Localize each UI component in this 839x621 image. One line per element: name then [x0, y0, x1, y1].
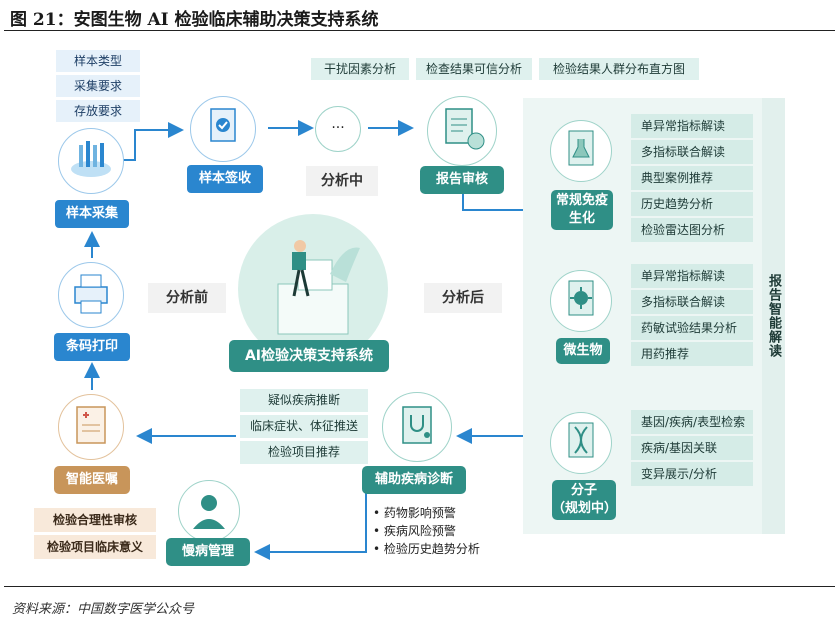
arrow-collect-to-receive [118, 122, 184, 161]
category-item: 多指标联合解读 [631, 140, 753, 164]
printer-icon [58, 262, 124, 328]
analysis-tag: 检验结果人群分布直方图 [539, 58, 699, 80]
ai-system-node: AI检验决策支持系统 [229, 340, 389, 372]
category-item: 多指标联合解读 [631, 290, 753, 314]
category-microbiology: 微生物 [556, 338, 610, 364]
stage-analyzing: 分析中 [306, 166, 378, 196]
stethoscope-icon [382, 392, 452, 462]
diagnosis-tag: 检验项目推荐 [240, 441, 368, 464]
category-item: 药敏试验结果分析 [631, 316, 753, 340]
source-note: 资料来源：中国数字医学公众号 [12, 602, 195, 617]
arrow-diagnosis-to-chronic [254, 490, 367, 560]
smart-order-node: 智能医嘱 [54, 466, 130, 494]
diagnosis-bullet: • 疾病风险预警 [373, 524, 456, 538]
sample-collect-node: 样本采集 [55, 200, 129, 228]
analysis-tag: 检查结果可信分析 [416, 58, 532, 80]
category-item: 用药推荐 [631, 342, 753, 366]
category-item: 疾病/基因关联 [631, 436, 753, 460]
patient-heart-icon [178, 480, 240, 542]
sample-tag: 采集要求 [56, 75, 140, 97]
order-tag: 检验合理性审核 [34, 508, 156, 532]
sample-tube-icon [58, 128, 124, 194]
category-item: 历史趋势分析 [631, 192, 753, 216]
category-immunology: 常规免疫 生化 [551, 190, 613, 230]
prescription-icon [58, 394, 124, 460]
microbe-icon [550, 270, 612, 332]
category-item: 单异常指标解读 [631, 114, 753, 138]
category-item: 典型案例推荐 [631, 166, 753, 190]
dna-icon [550, 412, 612, 474]
diagnosis-tag: 疑似疾病推断 [240, 389, 368, 412]
stage-post: 分析后 [424, 283, 502, 313]
order-tag: 检验项目临床意义 [34, 535, 156, 559]
report-interpretation-label: 报告智能解读 [762, 98, 785, 534]
category-item: 检验雷达图分析 [631, 218, 753, 242]
sample-tag: 样本类型 [56, 50, 140, 72]
flask-icon [550, 120, 612, 182]
arrow-report-to-panel [462, 190, 544, 218]
ai-system-illustration [238, 214, 388, 364]
chronic-mgmt-node: 慢病管理 [166, 538, 250, 566]
sample-receive-node: 样本签收 [187, 165, 263, 193]
report-review-node: 报告审核 [420, 166, 504, 194]
report-icon [427, 96, 497, 166]
category-item: 基因/疾病/表型检索 [631, 410, 753, 434]
bottom-rule [4, 586, 835, 587]
stage-pre: 分析前 [148, 283, 226, 313]
barcode-print-node: 条码打印 [54, 333, 130, 361]
diagnosis-bullet: • 检验历史趋势分析 [373, 542, 480, 556]
sample-tag: 存放要求 [56, 100, 140, 122]
category-item: 变异展示/分析 [631, 462, 753, 486]
aux-diagnosis-node: 辅助疾病诊断 [362, 466, 466, 494]
top-rule [4, 30, 835, 31]
figure-title: 图 21：安图生物 AI 检验临床辅助决策支持系统 [10, 10, 379, 30]
diagnosis-bullet: • 药物影响预警 [373, 506, 456, 520]
diagnosis-tag: 临床症状、体征推送 [240, 415, 368, 438]
analysis-tag: 干扰因素分析 [311, 58, 409, 80]
category-molecular: 分子 （规划中） [552, 480, 617, 520]
document-check-icon [190, 96, 256, 162]
processing-dots: ··· [315, 106, 361, 152]
category-item: 单异常指标解读 [631, 264, 753, 288]
